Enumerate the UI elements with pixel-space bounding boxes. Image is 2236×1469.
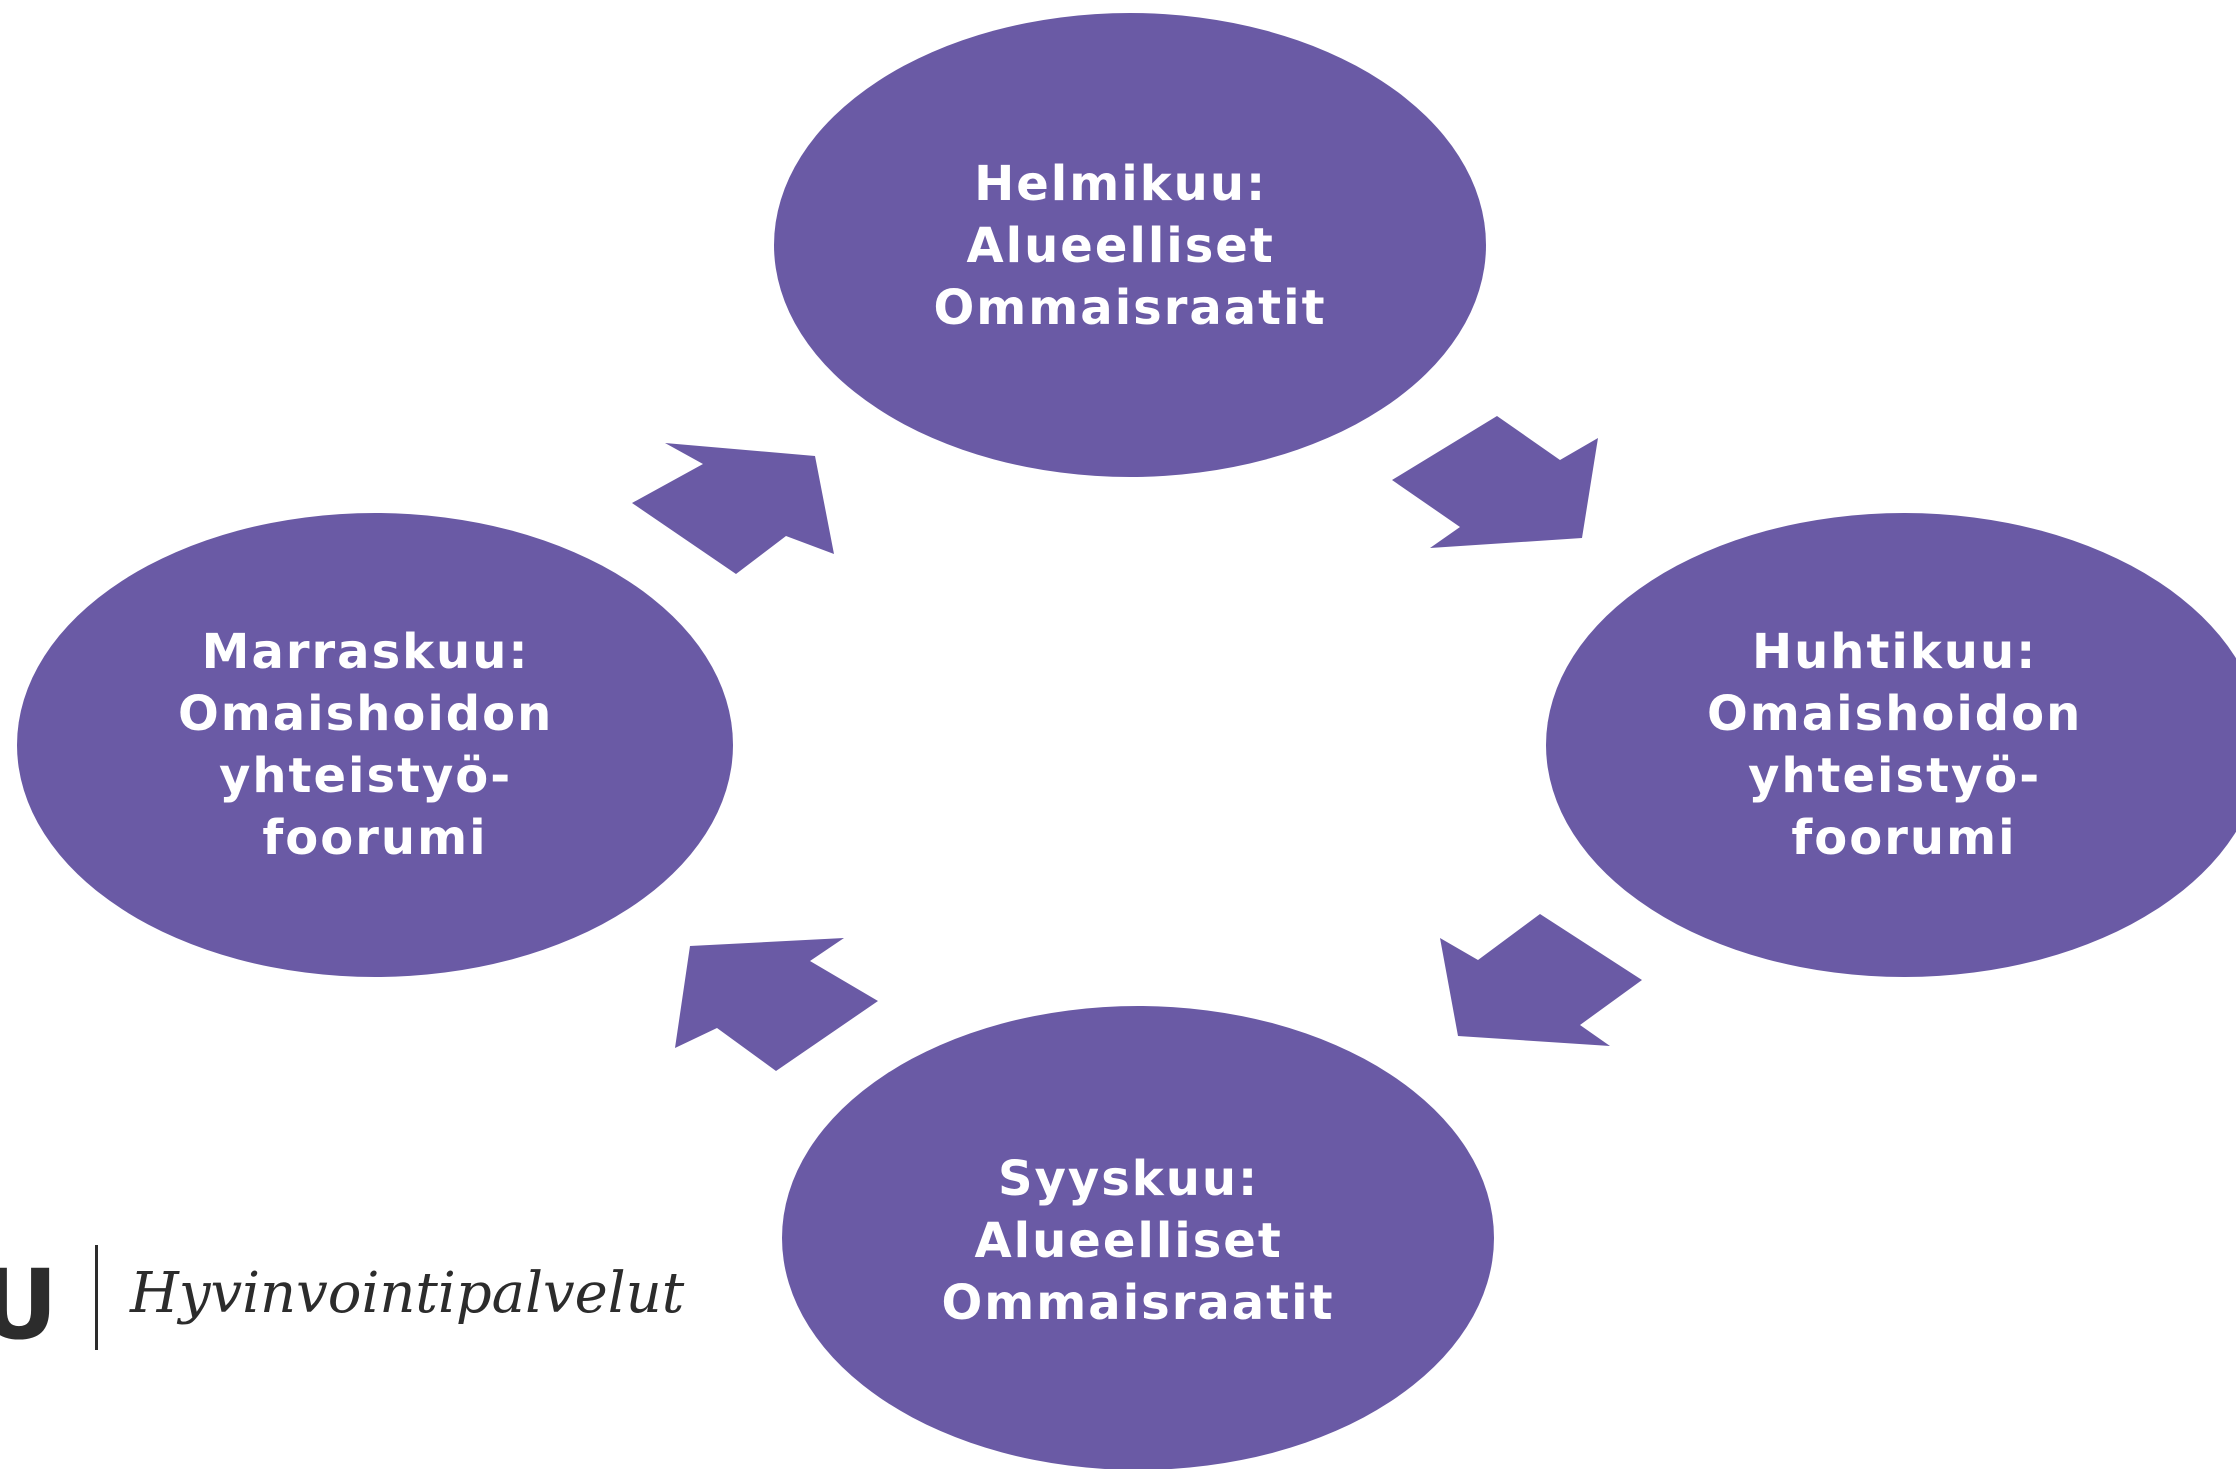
node-left-shape [17,513,733,977]
arrow-bottom-to-left [675,938,878,1071]
node-top-line-3: Ommaisraatit [933,280,1326,336]
logo: U Hyvinvointipalvelut [0,1245,685,1361]
node-right-line-3: yhteistyö- [1748,748,2041,804]
node-bottom-label: Syyskuu: Alueelliset Ommaisraatit [941,1151,1334,1331]
node-right: Huhtikuu: Omaishoidon yhteistyö- foorumi [1546,513,2236,977]
arrow-top-to-right [1392,416,1598,548]
node-right-line-2: Omaishoidon [1707,686,2082,742]
node-left-label: Marraskuu: Omaishoidon yhteistyö- foorum… [178,624,572,866]
logo-brand-mark: U [0,1249,58,1361]
node-top-line-1: Helmikuu: [974,156,1267,212]
node-right-line-1: Huhtikuu: [1752,624,2037,680]
node-bottom-line-3: Ommaisraatit [941,1275,1334,1331]
arrow-left-to-top [632,443,834,574]
node-top: Helmikuu: Alueelliset Ommaisraatit [774,13,1486,477]
node-bottom-line-1: Syyskuu: [998,1151,1259,1207]
node-right-line-4: foorumi [1791,810,2016,866]
node-left-line-2: Omaishoidon [178,686,553,742]
node-left-line-4: foorumi [262,810,487,866]
arrow-right-to-bottom [1440,914,1642,1046]
node-right-shape [1546,513,2236,977]
node-left-line-1: Marraskuu: [202,624,530,680]
logo-divider [95,1245,98,1350]
logo-label: Hyvinvointipalvelut [129,1261,685,1326]
node-bottom: Syyskuu: Alueelliset Ommaisraatit [782,1006,1494,1469]
node-top-shape [774,13,1486,477]
node-left: Marraskuu: Omaishoidon yhteistyö- foorum… [17,513,733,977]
node-top-line-2: Alueelliset [966,218,1274,274]
node-bottom-shape [782,1006,1494,1469]
node-left-line-3: yhteistyö- [219,748,512,804]
node-top-label: Helmikuu: Alueelliset Ommaisraatit [933,156,1326,336]
node-bottom-line-2: Alueelliset [974,1213,1282,1269]
node-right-label: Huhtikuu: Omaishoidon yhteistyö- foorumi [1707,624,2101,866]
